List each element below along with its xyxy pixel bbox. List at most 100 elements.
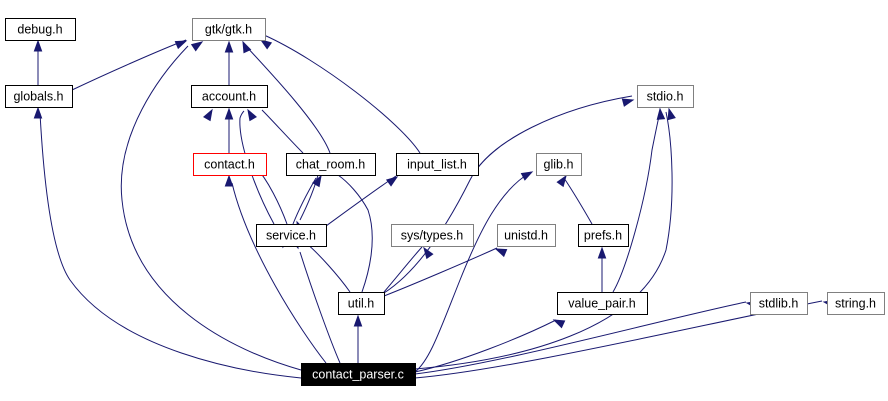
arrowhead-to-account xyxy=(203,108,213,122)
node-contact_parser[interactable]: contact_parser.c xyxy=(301,363,416,386)
edge-util-to-unistd xyxy=(383,247,498,297)
node-chat_room[interactable]: chat_room.h xyxy=(286,153,376,176)
node-box-systypes[interactable] xyxy=(391,224,474,247)
edge-service-to-account xyxy=(239,110,275,225)
edge-contact_parser-to-stdlib xyxy=(414,301,747,375)
node-box-string[interactable] xyxy=(827,292,885,315)
arrowhead-to-prefs xyxy=(597,246,607,259)
graph-nodes: debug.h gtk/gtk.h globals.h account.h stdio.… xyxy=(5,18,885,386)
arrowhead-to-chat_room xyxy=(312,174,322,188)
edge-contact_parser-to-service xyxy=(299,251,341,364)
node-label-gtkgtk: gtk/gtk.h xyxy=(205,22,252,36)
node-label-input_list: input_list.h xyxy=(407,157,467,171)
node-box-stdlib[interactable] xyxy=(750,292,808,315)
edge-contact_parser-to-globals xyxy=(39,112,302,379)
edge-util-to-service xyxy=(305,242,351,293)
node-label-prefs: prefs.h xyxy=(584,228,622,242)
edge-contact_parser-to-glib xyxy=(414,171,532,373)
node-label-account: account.h xyxy=(202,89,256,103)
edge-prefs-to-glib xyxy=(563,177,593,225)
node-input_list[interactable]: input_list.h xyxy=(396,153,479,176)
node-label-chat_room: chat_room.h xyxy=(296,157,366,171)
node-glib[interactable]: glib.h xyxy=(536,153,582,176)
arrowhead-to-account xyxy=(224,107,234,120)
node-label-contact: contact.h xyxy=(204,157,255,171)
node-box-prefs[interactable] xyxy=(578,224,629,247)
arrowhead-to-gtkgtk xyxy=(224,40,234,53)
node-gtkgtk[interactable]: gtk/gtk.h xyxy=(192,18,266,41)
node-label-contact_parser: contact_parser.c xyxy=(312,367,404,381)
arrowhead-to-input_list xyxy=(385,176,399,187)
node-box-globals[interactable] xyxy=(5,85,73,108)
edge-util-to-systypes xyxy=(383,246,423,293)
node-label-service: service.h xyxy=(266,228,316,242)
arrowhead-to-unistd xyxy=(494,248,508,258)
arrowhead-to-systypes xyxy=(423,246,434,260)
node-label-globals: globals.h xyxy=(13,89,63,103)
node-box-debug[interactable] xyxy=(5,18,76,41)
node-label-util: util.h xyxy=(348,296,374,310)
edge-value_pair-to-stdio xyxy=(612,111,661,293)
node-box-unistd[interactable] xyxy=(497,224,556,247)
node-account[interactable]: account.h xyxy=(191,85,268,108)
node-label-stdio: stdio.h xyxy=(647,89,684,103)
node-label-string: string.h xyxy=(835,296,876,310)
node-contact[interactable]: contact.h xyxy=(193,153,267,176)
arrowhead-to-value_pair xyxy=(552,319,566,329)
node-box-util[interactable] xyxy=(338,292,385,315)
node-box-chat_room[interactable] xyxy=(286,153,376,176)
node-box-contact[interactable] xyxy=(193,153,267,176)
node-service[interactable]: service.h xyxy=(256,224,327,247)
arrowhead-to-util xyxy=(353,314,363,327)
node-label-stdlib: stdlib.h xyxy=(759,296,799,310)
node-stdlib[interactable]: stdlib.h xyxy=(750,292,808,315)
node-util[interactable]: util.h xyxy=(338,292,385,315)
edge-service-to-chat_room xyxy=(292,177,317,225)
arrowhead-to-glib xyxy=(520,171,534,181)
node-unistd[interactable]: unistd.h xyxy=(497,224,556,247)
node-box-value_pair[interactable] xyxy=(557,292,648,315)
node-prefs[interactable]: prefs.h xyxy=(578,224,629,247)
node-box-service[interactable] xyxy=(256,224,327,247)
graph-edges xyxy=(37,34,823,379)
node-globals[interactable]: globals.h xyxy=(5,85,73,108)
edge-contact_parser-to-stdio xyxy=(414,111,673,370)
node-box-account[interactable] xyxy=(191,85,268,108)
arrowhead-to-stdio xyxy=(667,107,676,121)
node-box-contact_parser[interactable] xyxy=(301,363,416,386)
arrowhead-to-gtkgtk xyxy=(259,39,273,50)
edge-service-to-input_list xyxy=(325,175,397,227)
arrowhead-to-contact xyxy=(224,174,234,187)
arrowhead-to-glib xyxy=(556,174,567,188)
edge-contact_parser-to-contact xyxy=(231,182,327,364)
edge-util-to-stdio xyxy=(383,95,633,294)
edge-contact_parser-to-value_pair xyxy=(414,319,557,373)
node-label-glib: glib.h xyxy=(544,157,574,171)
node-box-gtkgtk[interactable] xyxy=(192,18,266,41)
edge-chat_room-to-gtkgtk xyxy=(243,43,331,154)
edge-input_list-to-gtkgtk xyxy=(263,34,421,154)
node-stdio[interactable]: stdio.h xyxy=(637,85,694,108)
node-debug[interactable]: debug.h xyxy=(5,18,76,41)
node-label-debug: debug.h xyxy=(17,22,62,36)
edge-globals-to-gtkgtk xyxy=(71,39,187,91)
arrowhead-to-debug xyxy=(33,39,43,52)
node-string[interactable]: string.h xyxy=(827,292,885,315)
arrowhead-to-account xyxy=(247,108,257,122)
node-systypes[interactable]: sys/types.h xyxy=(391,224,474,247)
node-box-stdio[interactable] xyxy=(637,85,694,108)
node-box-glib[interactable] xyxy=(536,153,582,176)
node-value_pair[interactable]: value_pair.h xyxy=(557,292,648,315)
arrowhead-to-stdio xyxy=(656,107,666,120)
graph-arrowheads xyxy=(33,39,836,329)
edge-chat_room-to-account xyxy=(261,109,304,154)
edge-util-to-chat_room xyxy=(337,174,373,293)
arrowhead-to-globals xyxy=(33,106,43,119)
arrowhead-to-stdio xyxy=(621,98,635,107)
node-box-input_list[interactable] xyxy=(396,153,479,176)
node-label-value_pair: value_pair.h xyxy=(568,296,635,310)
node-label-systypes: sys/types.h xyxy=(401,228,464,242)
arrowhead-to-gtkgtk xyxy=(174,40,188,50)
